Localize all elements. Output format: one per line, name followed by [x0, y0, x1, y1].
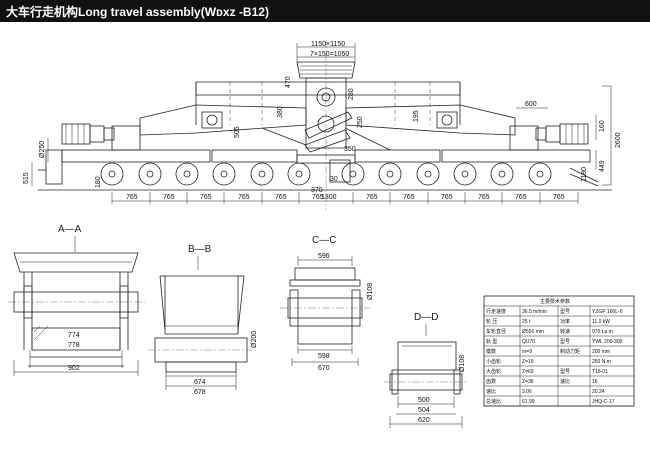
spec-table-title: 主要技术参数 [540, 298, 570, 305]
spec-cell: 功率 [560, 318, 570, 325]
dim-top-1: 1150×1150 [311, 41, 345, 48]
spec-cell: JHQ-C-17 [592, 399, 615, 405]
dim-bottom-5: 765 [275, 194, 287, 201]
spec-cell: 模数 [486, 348, 496, 355]
dim-bottom-3: 765 [200, 194, 212, 201]
spec-cell: Z=16 [522, 359, 534, 365]
dim-bottom-9: 765 [403, 194, 415, 201]
drawing-title: 大车行走机构Long travel assembly(Wᴅxᴢ -B12) [6, 5, 269, 19]
spec-cell: 速比 [560, 378, 570, 385]
section-a-a-label: A—A [58, 224, 82, 235]
dim-678: 678 [194, 389, 206, 396]
dim-d108-c: Ø108 [367, 283, 374, 300]
dim-674: 674 [194, 379, 206, 386]
spec-cell: 36.5 m/min [522, 309, 547, 315]
spec-cell: 速比 [486, 388, 496, 395]
spec-cell: 16 [592, 379, 598, 385]
dim-598: 598 [318, 353, 330, 360]
section-d-d-label: D—D [414, 312, 438, 323]
dim-470: 470 [285, 76, 292, 88]
dim-top-2: 7×150=1050 [310, 51, 349, 58]
dim-d108-d: Ø108 [459, 355, 466, 372]
section-c-c-label: C—C [312, 235, 336, 246]
spec-cell: 61.99 [522, 399, 535, 405]
dim-195: 195 [413, 110, 420, 122]
dim-bottom-1: 765 [126, 194, 138, 201]
dim-bottom-12: 765 [515, 194, 527, 201]
spec-cell: 20.24 [592, 389, 605, 395]
dim-bottom-10: 765 [441, 194, 453, 201]
section-c-c: C—C 596 Ø108 598 670 [280, 235, 374, 372]
spec-cell: YZGP 160L-6 [592, 309, 623, 315]
spec-cell: 制动力矩 [560, 348, 580, 355]
dim-500: 500 [418, 397, 430, 404]
dim-2600: 2600 [615, 132, 622, 148]
spec-cell: T18-01 [592, 369, 608, 375]
section-a-a: A—A 774 778 902 [8, 224, 145, 376]
dim-778: 778 [68, 342, 80, 349]
dim-bottom-7: 1300 [321, 194, 337, 201]
spec-cell: 970 r.p.m [592, 329, 613, 335]
spec-cell: 总速比 [486, 398, 501, 405]
spec-table-rows: 行走速度 36.5 m/min 型号 YZGP 160L-6 轮 压 25 t 功率 11.0… [484, 308, 634, 407]
dim-902: 902 [68, 365, 80, 372]
dim-774: 774 [68, 332, 80, 339]
dim-d250: Ø250 [39, 141, 46, 158]
spec-cell: YWL 200-300 [592, 339, 623, 345]
dim-bottom-13: 765 [553, 194, 565, 201]
dim-bottom-11: 765 [478, 194, 490, 201]
dim-bottom-4: 765 [238, 194, 250, 201]
dim-250: 250 [357, 116, 364, 128]
section-b-b: B—B 674 678 Ø200 [148, 244, 258, 396]
title-bar: 大车行走机构Long travel assembly(Wᴅxᴢ -B12) [0, 0, 650, 22]
spec-cell: 型号 [560, 368, 570, 375]
spec-cell: Ø550 mm [522, 329, 544, 335]
dim-515: 515 [23, 172, 30, 184]
dim-670: 670 [318, 365, 330, 372]
dim-1180: 1180 [581, 167, 588, 182]
spec-cell: 大齿轮 [486, 368, 501, 375]
spec-cell: 型号 [560, 308, 570, 315]
dim-380: 380 [277, 106, 284, 118]
spec-cell: 车轮直径 [486, 328, 506, 335]
dim-d200: Ø200 [251, 331, 258, 348]
spec-cell: 型号 [560, 338, 570, 345]
spec-cell: QU70 [522, 339, 535, 345]
spec-cell: 轨 型 [486, 338, 497, 345]
dim-bottom-8: 765 [366, 194, 378, 201]
dim-bottom-2: 765 [163, 194, 175, 201]
dim-30: 30 [330, 176, 338, 183]
dim-350: 350 [344, 146, 356, 153]
engineering-drawing: 1150×1150 7×150=1050 [0, 22, 650, 460]
spec-cell: 轮 压 [486, 318, 497, 325]
dim-160: 160 [599, 120, 606, 132]
dim-370: 370 [311, 187, 323, 194]
spec-cell: 250 N.m [592, 359, 611, 365]
spec-table: 主要技术参数 行走速度 36.5 m/min 型号 YZGP 160L-6 轮 压 25 … [483, 295, 635, 407]
dim-180: 180 [95, 176, 102, 188]
spec-cell: Z=36 [522, 379, 534, 385]
spec-cell: 行走速度 [486, 308, 506, 315]
dim-600: 600 [525, 101, 537, 108]
spec-cell: m=9 [522, 349, 532, 355]
dim-596: 596 [318, 253, 330, 260]
spec-cell: 小齿轮 [486, 358, 501, 365]
spec-cell: 转速 [560, 328, 570, 335]
dim-449: 449 [599, 160, 606, 172]
spec-cell: Z=69 [522, 369, 534, 375]
spec-cell: 11.0 kW [592, 319, 610, 325]
dim-505: 505 [234, 126, 241, 138]
section-d-d: D—D Ø108 500 504 620 [384, 312, 468, 428]
spec-cell: 200 mm [592, 349, 610, 355]
dim-504: 504 [418, 407, 430, 414]
elevation-view: 1150×1150 7×150=1050 [23, 40, 622, 210]
spec-cell: 25 t [522, 319, 531, 325]
section-b-b-label: B—B [188, 244, 212, 255]
dim-bottom-6: 765 [312, 194, 324, 201]
dim-620: 620 [418, 417, 430, 424]
spec-cell: 齿数 [486, 378, 496, 385]
spec-cell: 3.06 [522, 389, 532, 395]
dim-280: 280 [348, 88, 355, 100]
